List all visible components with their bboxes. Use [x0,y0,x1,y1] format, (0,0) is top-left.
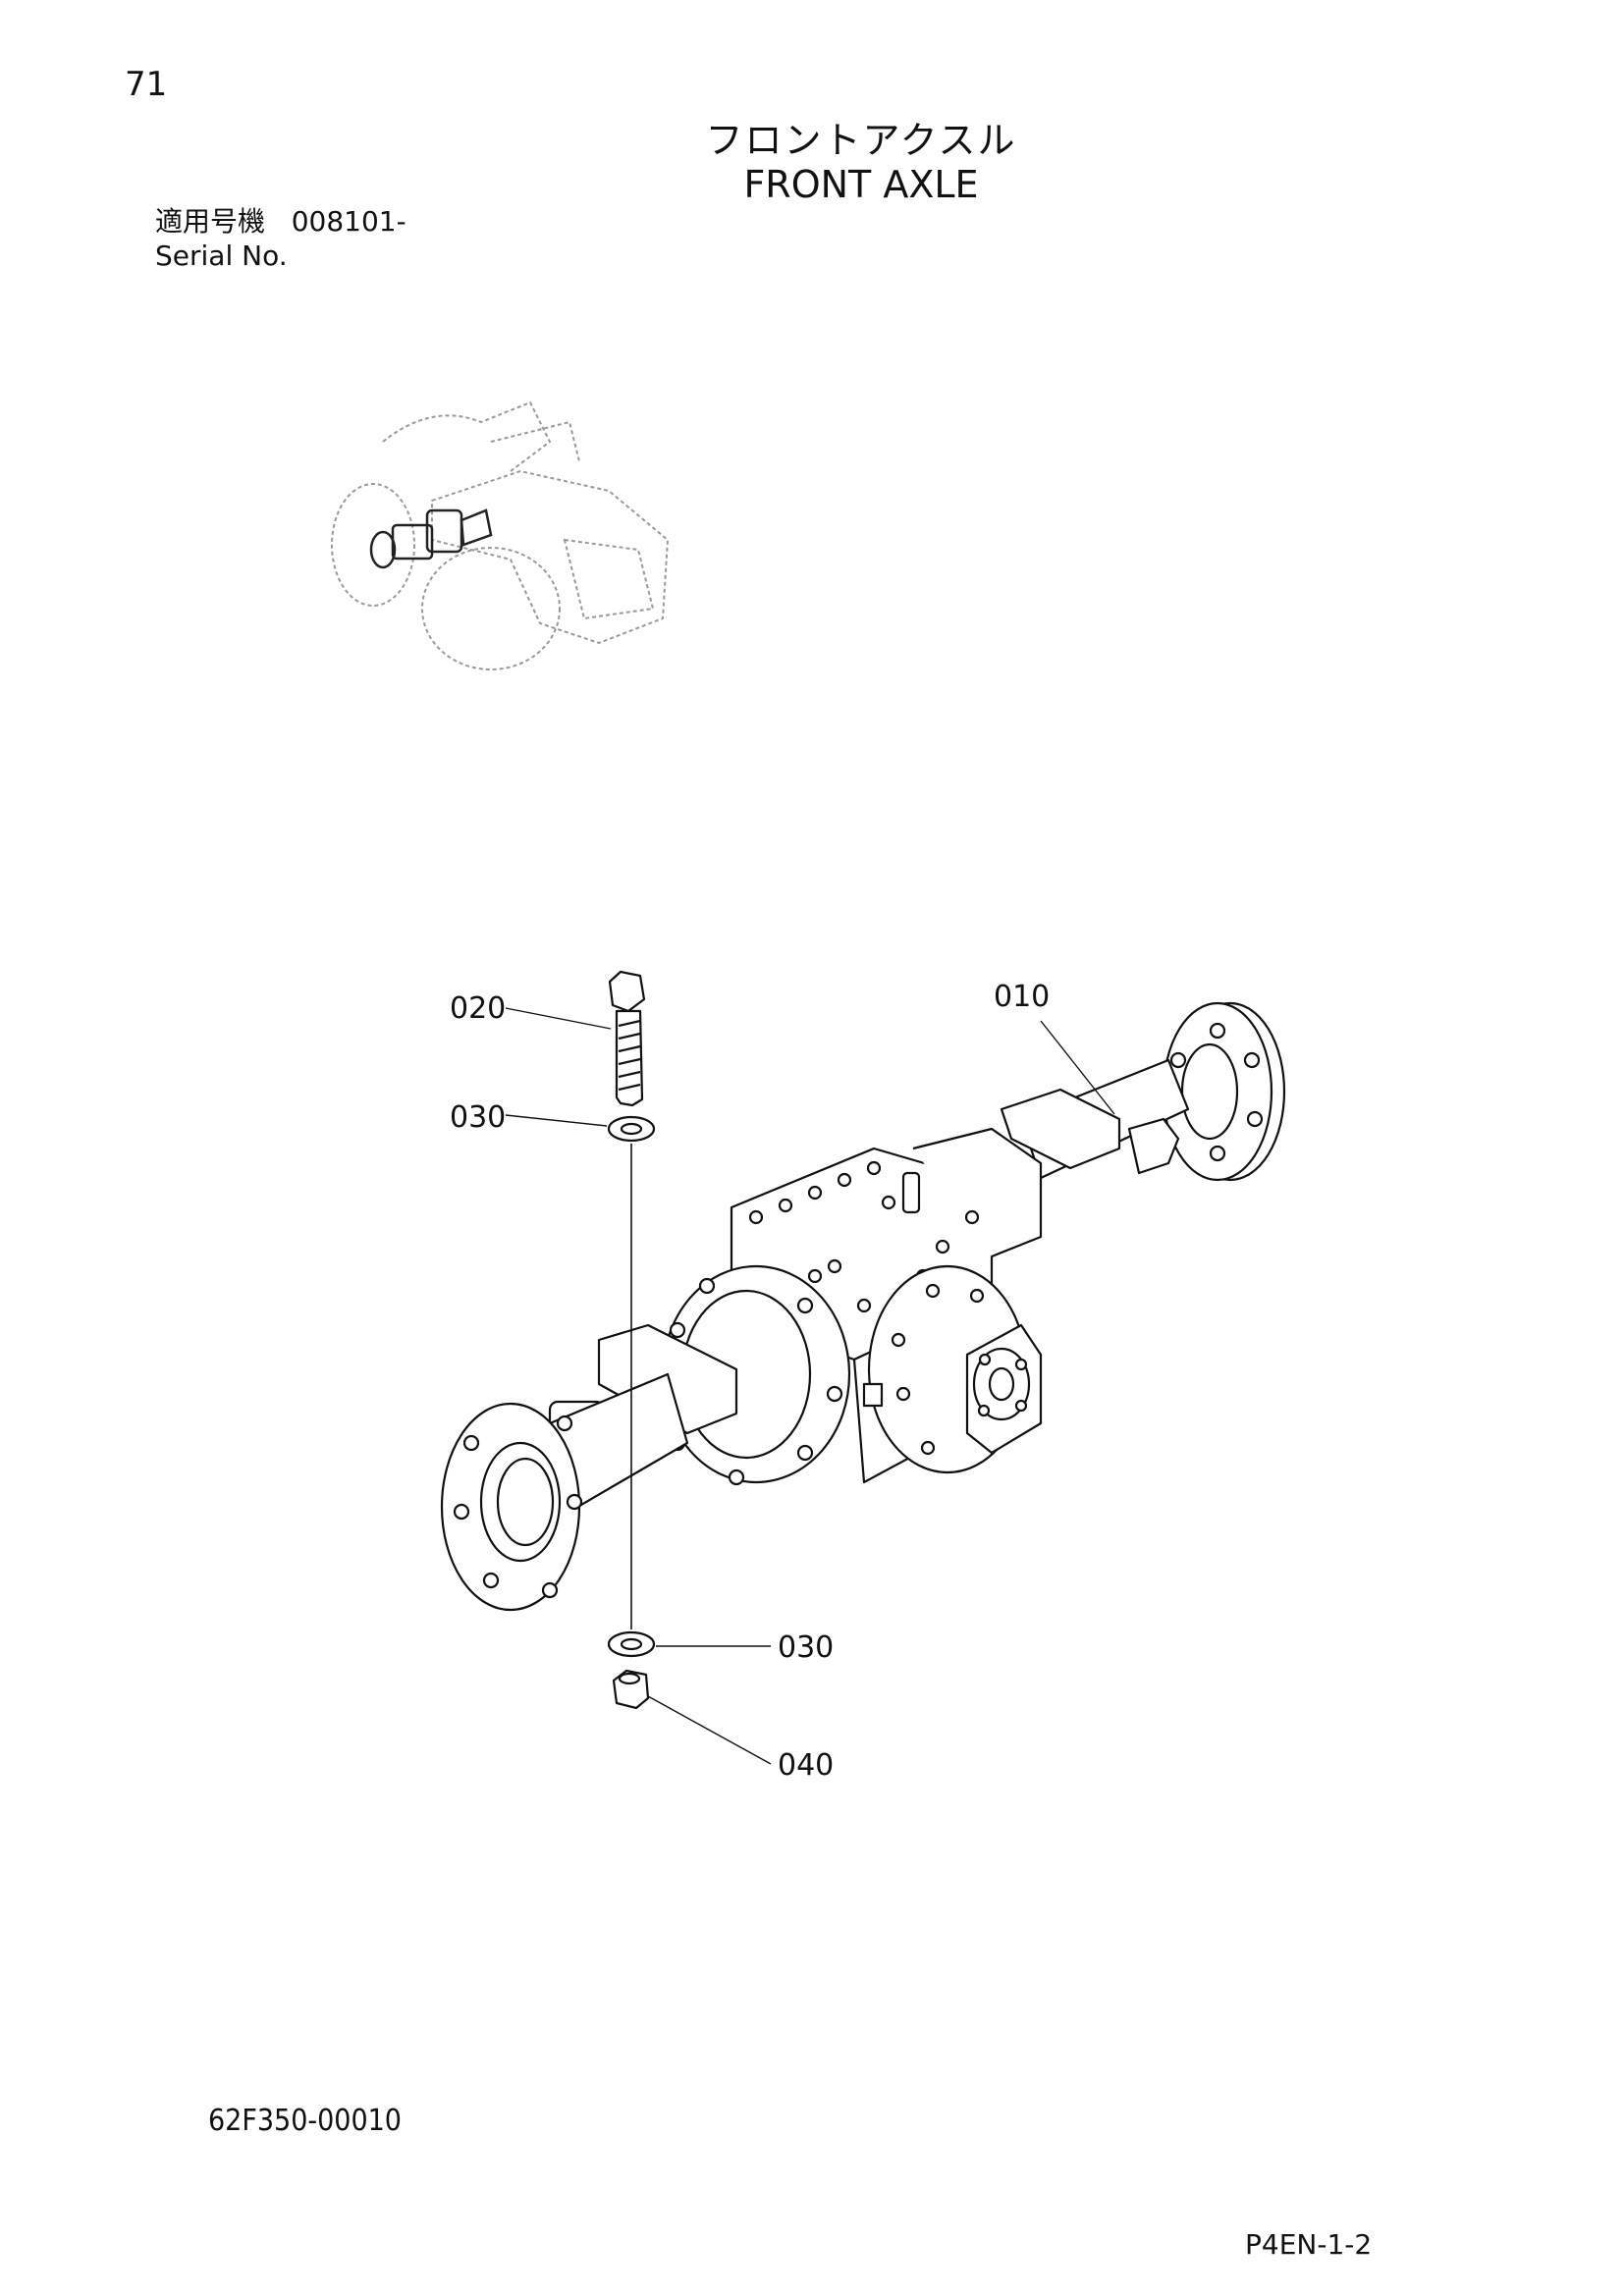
thumb-body [431,469,670,645]
thumb-grille [563,538,655,620]
washer-bottom-part [607,1630,656,1658]
callout-020: 020 [450,991,506,1026]
right-mount-pad [1000,1088,1121,1170]
serial-label-jp-text: 適用号機 [155,205,266,238]
leader-030-top [505,1114,608,1127]
thumb-rear-wheel [421,547,561,670]
right-case-bolts [891,1283,985,1456]
housing-right-face [852,1294,994,1484]
serial-label-japanese: 適用号機 008101- [155,200,406,240]
cover-bolts [748,1160,980,1313]
callout-010: 010 [994,980,1050,1014]
callout-030-bottom: 030 [778,1630,834,1665]
left-gear-case-inner [680,1289,812,1460]
page-code: P4EN-1-2 [1245,2228,1373,2261]
drawing-code: 62F350-00010 [208,2104,402,2138]
right-axle-flange [1162,1001,1286,1182]
right-axle-tube [1019,1058,1190,1180]
leader-040 [647,1695,772,1765]
housing-rear-box [912,1127,1043,1258]
thumb-axle-highlight [369,508,493,569]
page-number: 71 [125,65,168,104]
thumb-front-wheel [331,483,415,607]
bolt-part [608,970,646,1107]
left-mount-pad [597,1323,738,1435]
title-english: FRONT AXLE [743,163,979,206]
left-axle-tube [548,1372,689,1514]
callout-030-top: 030 [450,1100,506,1135]
right-gear-case [867,1264,1028,1474]
left-gear-case [661,1264,851,1484]
callout-040: 040 [778,1748,834,1783]
serial-label-english: Serial No. [155,240,288,272]
washer-top-part [607,1115,656,1143]
serial-value: 008101- [291,205,406,238]
input-yoke-flange [965,1323,1043,1455]
left-case-bolts [669,1277,843,1486]
leader-020 [505,1007,612,1030]
nut-part [612,1669,650,1710]
left-mount-boss [548,1400,606,1431]
title-japanese: フロントアクスル [705,119,1017,162]
left-axle-flange [440,1402,583,1612]
leader-010 [1040,1020,1115,1115]
breather-plug [901,1171,921,1214]
thumb-rops [382,400,552,472]
side-lug [862,1382,884,1408]
location-thumbnail-tractor [331,400,670,670]
differential-housing-top [730,1147,994,1362]
right-mount-boss [1127,1117,1180,1175]
